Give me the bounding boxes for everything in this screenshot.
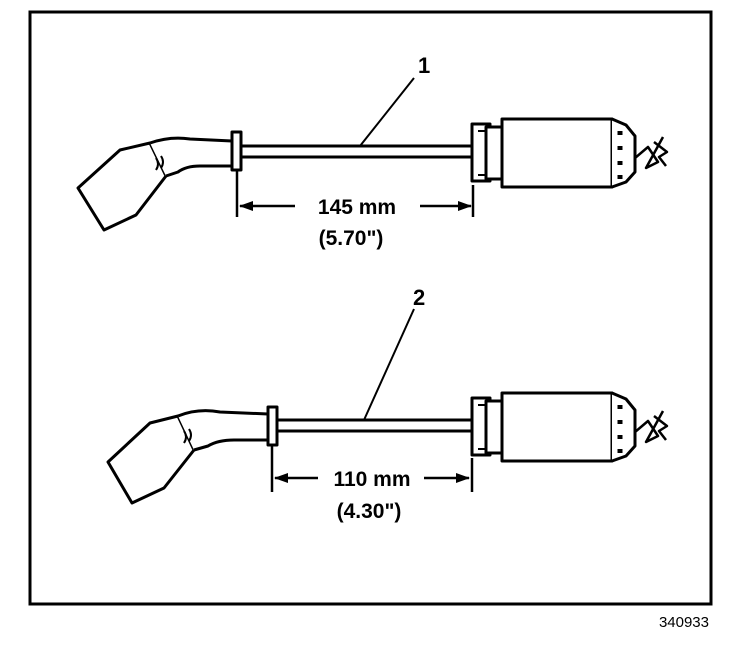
bottom-wire-assembly — [106, 391, 669, 505]
top-boot — [76, 136, 234, 232]
bottom-callout-leader — [363, 308, 415, 421]
bottom-connector — [470, 391, 669, 463]
top-dimension-metric: 145 mm — [318, 196, 396, 219]
bottom-collar — [266, 405, 279, 447]
bottom-dimension-imperial: (4.30") — [337, 500, 402, 523]
top-collar — [230, 130, 243, 172]
bottom-dimension-metric: 110 mm — [333, 468, 410, 491]
figure-number: 340933 — [659, 614, 709, 631]
callout-1: 1 — [418, 53, 430, 78]
bottom-dimension — [270, 445, 474, 492]
top-connector — [470, 117, 669, 189]
top-wire-assembly — [76, 117, 669, 232]
top-dimension — [235, 170, 475, 217]
figure-frame — [28, 10, 713, 606]
top-callout-leader — [359, 77, 415, 147]
callout-2: 2 — [413, 285, 425, 310]
bottom-boot — [106, 409, 270, 505]
top-dimension-imperial: (5.70") — [319, 227, 384, 250]
